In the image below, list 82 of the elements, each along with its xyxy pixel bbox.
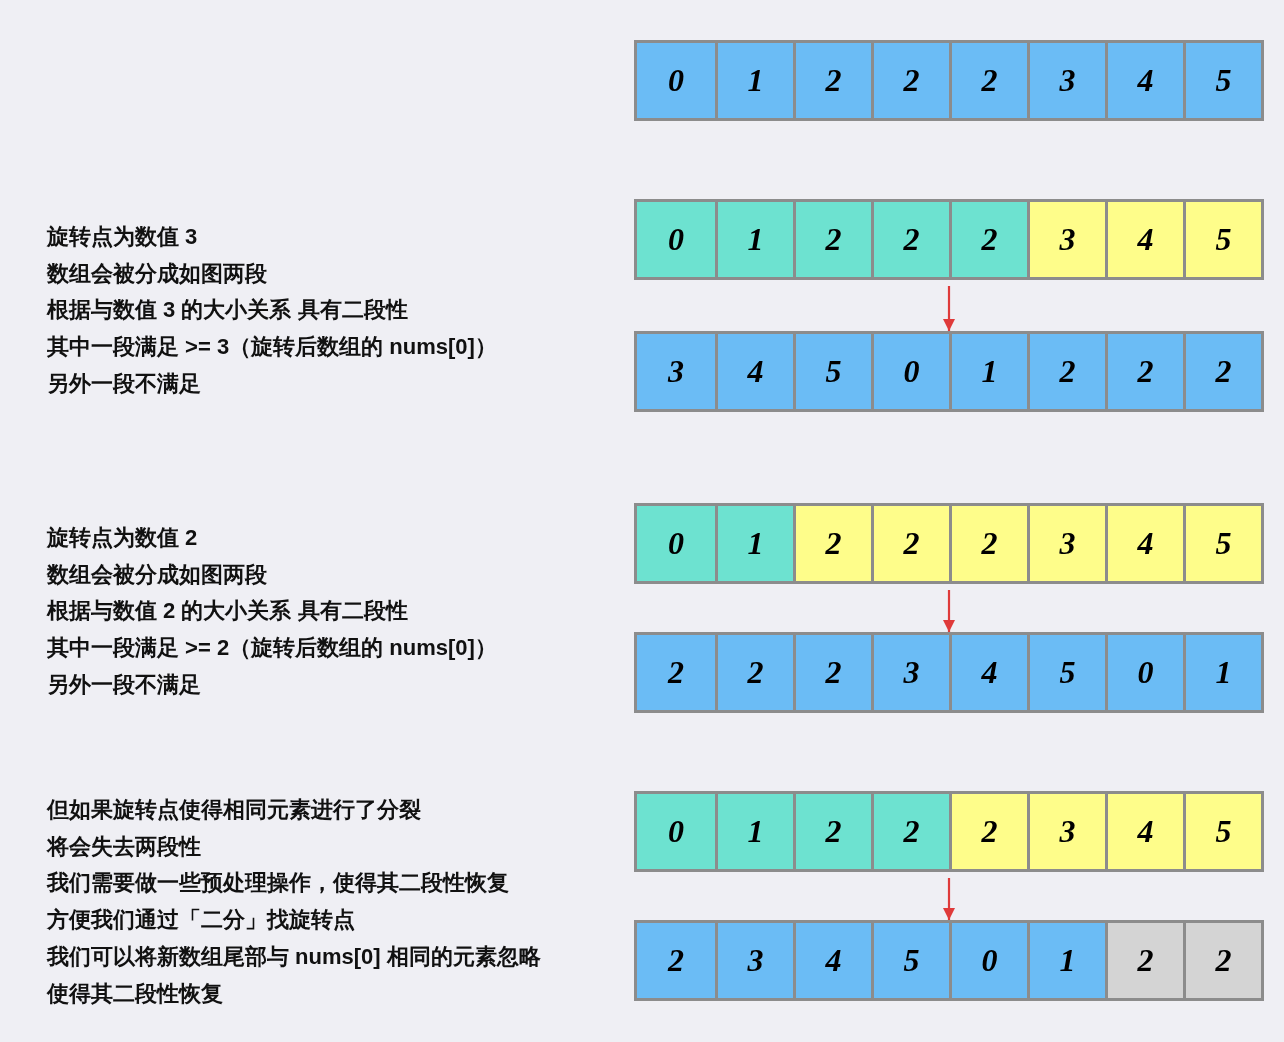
arrow [943,878,955,920]
array-strip [634,199,1264,280]
array-cell: 1 [715,506,793,581]
array-cell: 2 [949,506,1027,581]
array-cell: 0 [637,202,715,277]
array-cell: 3 [1027,794,1105,869]
array-cell: 2 [871,794,949,869]
array-cell: 2 [793,43,871,118]
array-cell: 3 [1027,202,1105,277]
array-cell: 0 [871,334,949,409]
array-cell: 1 [715,794,793,869]
array-cell: 2 [1183,334,1261,409]
array-cell: 3 [871,635,949,710]
array-cell: 3 [715,923,793,998]
array-cell: 2 [871,506,949,581]
array-cell: 1 [949,334,1027,409]
note-text: 数组会被分成如图两段 [47,259,267,288]
note-text: 我们可以将新数组尾部与 nums[0] 相同的元素忽略 [47,942,541,971]
array-cell: 2 [949,794,1027,869]
array-cell: 2 [793,202,871,277]
array-cell: 1 [1183,635,1261,710]
array-cell: 2 [1027,334,1105,409]
array-cell: 4 [1105,43,1183,118]
array-cell: 0 [637,794,715,869]
array-cell: 1 [715,202,793,277]
array-cell: 5 [793,334,871,409]
note-text: 根据与数值 2 的大小关系 具有二段性 [47,597,408,626]
array-cell: 3 [637,334,715,409]
array-cell: 5 [1183,202,1261,277]
array-cell: 4 [793,923,871,998]
array-cell: 0 [949,923,1027,998]
array-cell: 0 [1105,635,1183,710]
array-cell: 0 [637,43,715,118]
array-cell: 5 [1183,794,1261,869]
array-cell: 4 [1105,202,1183,277]
array-cell: 4 [1105,506,1183,581]
array-cell: 2 [793,506,871,581]
array-cell: 5 [1183,43,1261,118]
array-cell: 0 [637,506,715,581]
array-cell: 2 [637,635,715,710]
array-strip [634,331,1264,412]
array-cell: 2 [1105,334,1183,409]
array-strip [634,791,1264,872]
array-cell: 3 [1027,506,1105,581]
array-cell: 2 [637,923,715,998]
note-text: 另外一段不满足 [47,670,201,699]
array-cell: 2 [949,202,1027,277]
array-cell: 5 [1027,635,1105,710]
note-text: 旋转点为数值 3 [47,223,198,251]
note-text: 旋转点为数值 2 [47,524,198,552]
array-cell: 2 [949,43,1027,118]
note-text: 其中一段满足 >= 2（旋转后数组的 nums[0]） [47,634,497,663]
arrow [943,590,955,632]
array-strip [634,503,1264,584]
array-cell: 2 [1105,923,1183,998]
note-text: 其中一段满足 >= 3（旋转后数组的 nums[0]） [47,333,497,362]
arrow [943,286,955,331]
array-cell: 2 [793,794,871,869]
array-cell: 2 [871,43,949,118]
note-text: 另外一段不满足 [47,369,201,398]
array-cell: 1 [1027,923,1105,998]
array-cell: 3 [1027,43,1105,118]
array-strip [634,40,1264,121]
array-cell: 2 [715,635,793,710]
note-text: 使得其二段性恢复 [47,979,223,1008]
array-cell: 2 [1183,923,1261,998]
array-cell: 4 [949,635,1027,710]
array-cell: 2 [793,635,871,710]
array-cell: 5 [1183,506,1261,581]
array-cell: 4 [715,334,793,409]
note-text: 根据与数值 3 的大小关系 具有二段性 [47,296,408,325]
array-strip [634,920,1264,1001]
array-cell: 2 [871,202,949,277]
array-cell: 1 [715,43,793,118]
array-cell: 4 [1105,794,1183,869]
array-cell: 5 [871,923,949,998]
note-text: 我们需要做一些预处理操作，使得其二段性恢复 [47,869,509,898]
array-strip [634,632,1264,713]
note-text: 将会失去两段性 [47,832,201,861]
note-text: 数组会被分成如图两段 [47,560,267,589]
note-text: 方便我们通过「二分」找旋转点 [47,906,355,935]
note-text: 但如果旋转点使得相同元素进行了分裂 [47,796,421,824]
